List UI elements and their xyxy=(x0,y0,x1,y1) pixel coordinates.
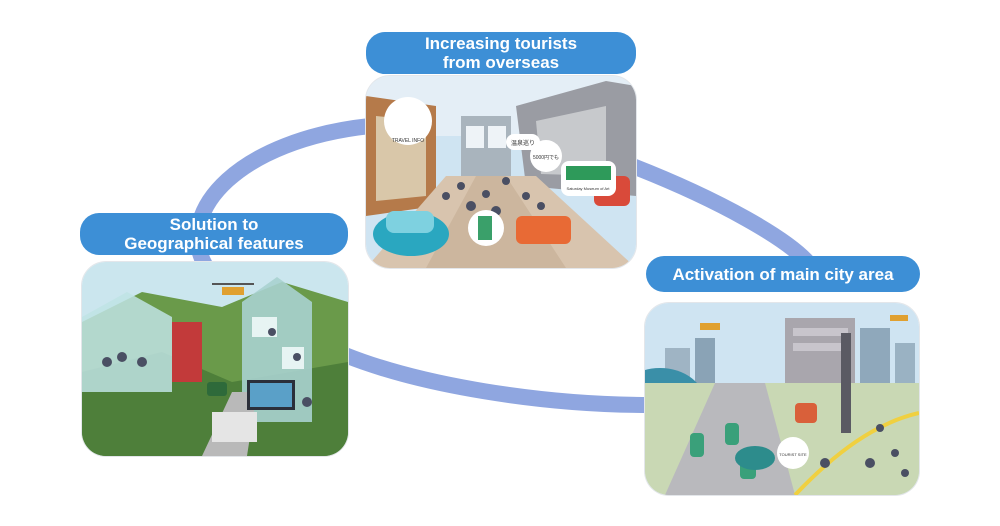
node-label-tourists: Increasing tourists from overseas xyxy=(366,32,636,74)
bubble-museum: Saturday Museum of Art xyxy=(567,186,611,191)
bubble-travel-info: TRAVEL INFO xyxy=(392,138,424,144)
tourists-illustration: TRAVEL INFO 温泉巡り 5000円でも Saturday Museum… xyxy=(366,76,636,268)
node-label-city: Activation of main city area xyxy=(646,256,920,292)
bubble-tourist-site: TOURIST SITE xyxy=(779,452,807,457)
bubble-onsen: 温泉巡り xyxy=(511,139,535,147)
city-illustration: TOURIST SITE xyxy=(645,303,919,495)
geography-illustration xyxy=(82,262,348,456)
node-label-geography: Solution to Geographical features xyxy=(80,213,348,255)
bubble-price: 5000円でも xyxy=(533,155,559,161)
